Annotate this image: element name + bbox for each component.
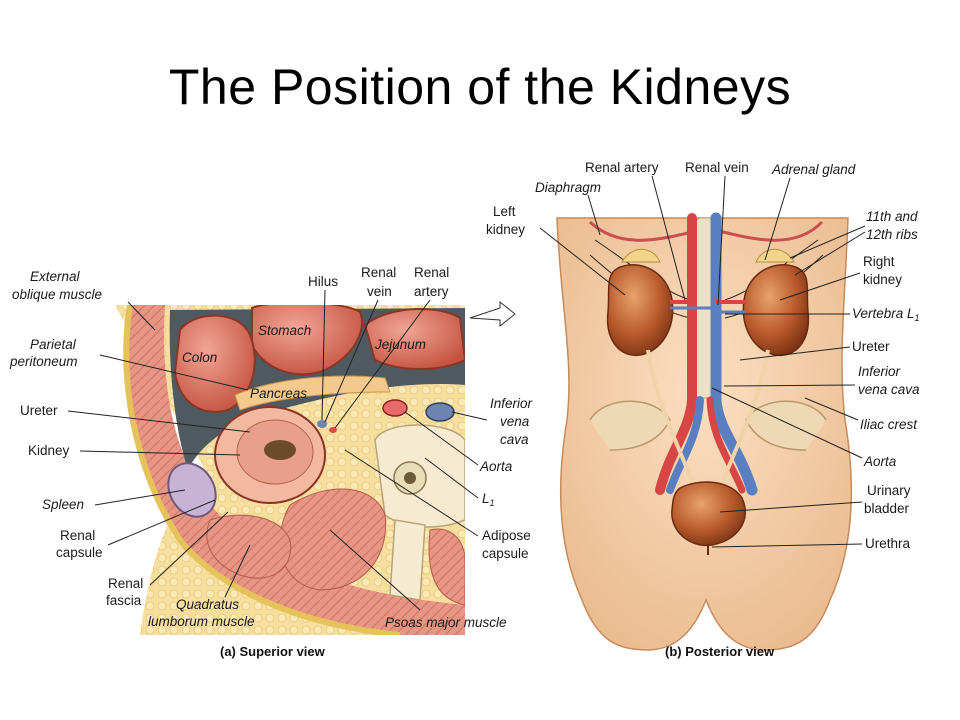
label-adipose-line1: Adipose <box>482 528 531 543</box>
label-ribs-line1: 11th and <box>866 209 918 224</box>
label-pancreas: Pancreas <box>250 386 307 401</box>
label-aorta-posterior: Aorta <box>863 454 897 469</box>
label-right-kidney-line1: Right <box>863 254 895 269</box>
label-ribs-line2: 12th ribs <box>866 227 918 242</box>
label-external-oblique-line1: External <box>30 269 81 284</box>
label-left-kidney-line2: kidney <box>486 222 525 237</box>
label-renal-artery-posterior: Renal artery <box>585 160 659 175</box>
label-ivc-superior-line3: cava <box>500 432 529 447</box>
label-vertebra: Vertebra L1 <box>852 306 920 323</box>
label-ivc-posterior-line2: vena cava <box>858 382 920 397</box>
label-adrenal-gland: Adrenal gland <box>771 162 856 177</box>
label-psoas: Psoas major muscle <box>385 615 507 630</box>
label-renal-fascia-line2: fascia <box>106 593 142 608</box>
label-renal-vein-line1: Renal <box>361 265 396 280</box>
label-l1: L1 <box>482 491 495 508</box>
label-ivc-posterior-line1: Inferior <box>858 364 901 379</box>
label-kidney-superior: Kidney <box>28 443 70 458</box>
label-hilus: Hilus <box>308 274 338 289</box>
label-adipose-line2: capsule <box>482 546 529 561</box>
posterior-labels: Renal artery Renal vein Adrenal gland Di… <box>486 160 920 659</box>
label-renal-capsule-line2: capsule <box>56 545 103 560</box>
label-right-kidney-line2: kidney <box>863 272 902 287</box>
label-renal-capsule-line1: Renal <box>60 528 95 543</box>
label-bladder-line1: Urinary <box>867 483 911 498</box>
label-urethra: Urethra <box>865 536 911 551</box>
label-iliac-crest: Iliac crest <box>860 417 918 432</box>
caption-superior-view: (a) Superior view <box>220 644 326 659</box>
label-ivc-superior-line2: vena <box>500 414 530 429</box>
label-quadratus-line2: lumborum muscle <box>148 614 255 629</box>
label-renal-vein-posterior: Renal vein <box>685 160 749 175</box>
superior-labels: External oblique muscle Parietal periton… <box>9 265 533 659</box>
label-renal-artery-line2: artery <box>414 284 449 299</box>
slide-title: The Position of the Kidneys <box>168 59 792 115</box>
label-ureter-posterior: Ureter <box>852 339 890 354</box>
label-ivc-superior-line1: Inferior <box>490 396 533 411</box>
label-quadratus-line1: Quadratus <box>176 597 239 612</box>
superior-view-illustration <box>115 300 516 635</box>
label-parietal-line1: Parietal <box>30 337 77 352</box>
label-colon: Colon <box>182 350 217 365</box>
label-aorta-superior: Aorta <box>479 459 513 474</box>
label-ureter-superior: Ureter <box>20 403 58 418</box>
label-diaphragm: Diaphragm <box>535 180 601 195</box>
label-renal-fascia-line1: Renal <box>108 576 143 591</box>
posterior-view-illustration <box>556 212 852 651</box>
caption-posterior-view: (b) Posterior view <box>665 644 775 659</box>
label-parietal-line2: peritoneum <box>9 354 78 369</box>
leader-lines <box>67 175 866 611</box>
label-stomach: Stomach <box>258 323 311 338</box>
label-left-kidney-line1: Left <box>493 204 516 219</box>
label-bladder-line2: bladder <box>864 501 910 516</box>
label-external-oblique-line2: oblique muscle <box>12 287 102 302</box>
label-renal-artery-line1: Renal <box>414 265 449 280</box>
label-spleen: Spleen <box>42 497 84 512</box>
label-jejunum: Jejunum <box>374 337 426 352</box>
label-renal-vein-line2: vein <box>367 284 392 299</box>
